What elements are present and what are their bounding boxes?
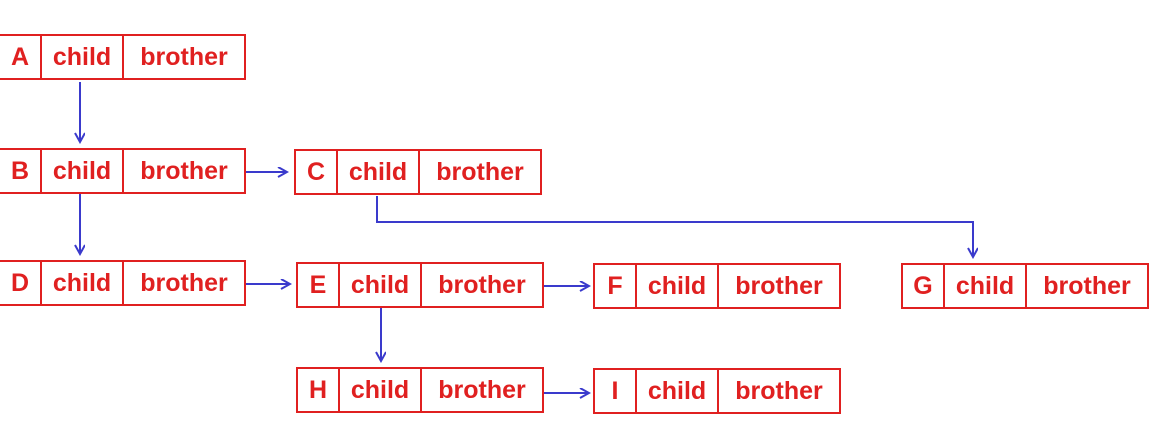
node-b-brother-field: brother [122, 150, 244, 192]
node-i-child-field: child [635, 370, 717, 412]
node-f-brother-field: brother [717, 265, 839, 307]
node-h-name: H [308, 375, 328, 404]
node-c-name: C [306, 157, 326, 186]
node-f: F child brother [593, 263, 841, 309]
node-f-name: F [607, 271, 623, 300]
node-b: B child brother [0, 148, 246, 194]
node-g-child-field: child [943, 265, 1025, 307]
node-d-brother-field: brother [122, 262, 244, 304]
edge-c-child-to-g [376, 196, 973, 257]
node-e-child-field: child [338, 264, 420, 306]
node-d: D child brother [0, 260, 246, 306]
node-b-name: B [10, 156, 30, 185]
node-d-child-field: child [40, 262, 122, 304]
node-e-name: E [309, 270, 327, 299]
node-a-name: A [10, 42, 30, 71]
node-c: C child brother [294, 149, 542, 195]
node-a: A child brother [0, 34, 246, 80]
node-g-brother-field: brother [1025, 265, 1147, 307]
node-g-name: G [913, 271, 933, 300]
node-i: I child brother [593, 368, 841, 414]
node-e: E child brother [296, 262, 544, 308]
node-h-child-field: child [338, 369, 420, 411]
node-g: G child brother [901, 263, 1149, 309]
node-h-brother-field: brother [420, 369, 542, 411]
node-b-child-field: child [40, 150, 122, 192]
node-e-brother-field: brother [420, 264, 542, 306]
node-a-child-field: child [40, 36, 122, 78]
node-h: H child brother [296, 367, 544, 413]
node-a-brother-field: brother [122, 36, 244, 78]
node-i-brother-field: brother [717, 370, 839, 412]
node-c-brother-field: brother [418, 151, 540, 193]
node-d-name: D [10, 268, 30, 297]
node-i-name: I [611, 376, 619, 405]
node-f-child-field: child [635, 265, 717, 307]
node-c-child-field: child [336, 151, 418, 193]
